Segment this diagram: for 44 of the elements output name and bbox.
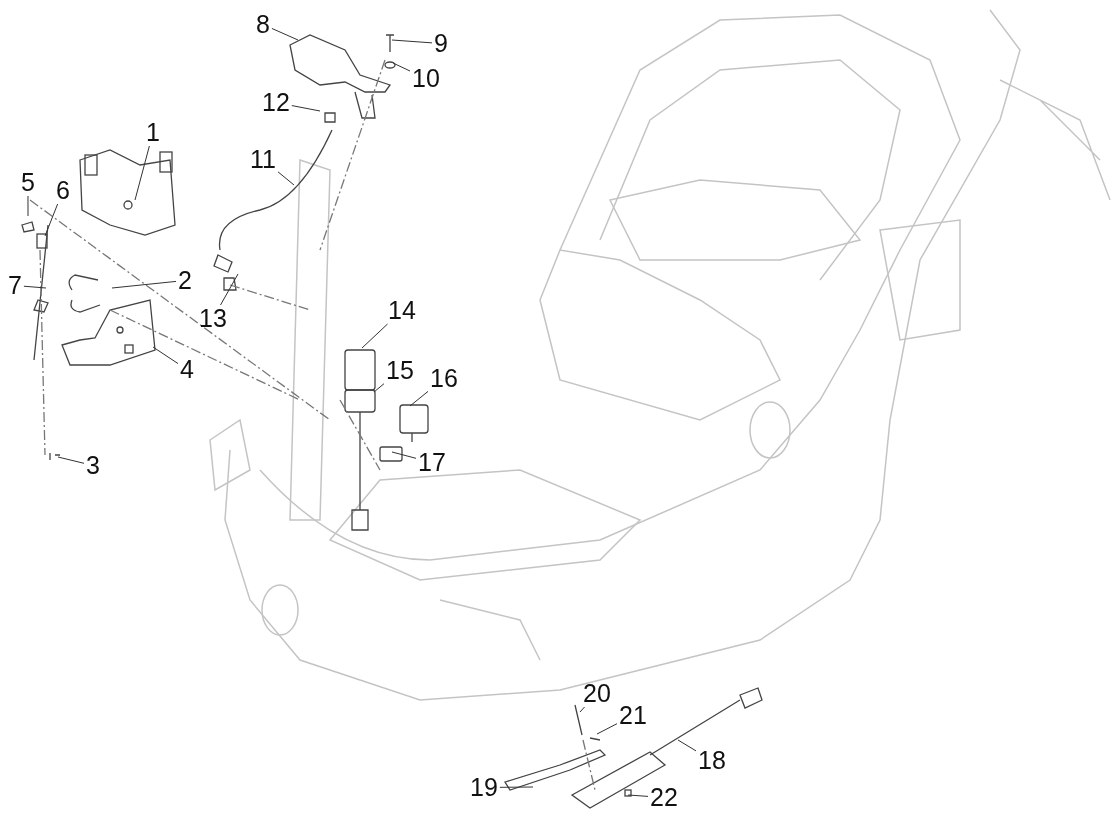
callout-number: 14: [388, 298, 416, 323]
callout-number: 8: [256, 12, 270, 37]
callout-number: 3: [86, 453, 100, 478]
leader-line: [677, 739, 697, 752]
leader-line: [579, 706, 586, 713]
leader-line: [499, 786, 534, 788]
callout-number: 6: [56, 178, 70, 203]
callout-number: 10: [412, 66, 440, 91]
leader-line: [627, 794, 649, 797]
callout-number: 19: [470, 775, 498, 800]
leader-line: [271, 27, 299, 41]
callout-number: 18: [698, 748, 726, 773]
callout-number: 22: [650, 785, 678, 810]
callout-number: 4: [180, 357, 194, 382]
leader-line: [44, 203, 59, 237]
leader-line: [277, 171, 295, 186]
callout-number: 21: [619, 703, 647, 728]
leader-line: [361, 323, 389, 349]
leader-line: [23, 285, 47, 289]
callout-number: 2: [178, 268, 192, 293]
leader-line: [220, 273, 239, 306]
leader-line: [392, 62, 411, 72]
callout-number: 9: [434, 31, 448, 56]
leader-line: [373, 383, 385, 393]
callout-number: 13: [199, 306, 227, 331]
callout-number: 7: [8, 273, 22, 298]
leader-line: [27, 195, 29, 217]
leader-line: [134, 145, 150, 201]
leader-line: [111, 280, 177, 289]
leader-line: [596, 723, 618, 735]
callout-number: 11: [250, 147, 276, 172]
callout-number: 16: [430, 366, 458, 391]
leader-line: [391, 39, 433, 44]
leader-line: [391, 451, 417, 459]
callout-number: 1: [146, 120, 160, 145]
callout-number: 12: [262, 90, 290, 115]
callout-number: 15: [386, 358, 414, 383]
leader-line: [409, 390, 429, 407]
leader-line: [152, 346, 179, 365]
leader-line: [291, 105, 321, 112]
callout-number: 17: [418, 450, 446, 475]
callout-number: 5: [21, 170, 35, 195]
leader-line: [57, 456, 85, 464]
callout-number: 20: [583, 681, 611, 706]
